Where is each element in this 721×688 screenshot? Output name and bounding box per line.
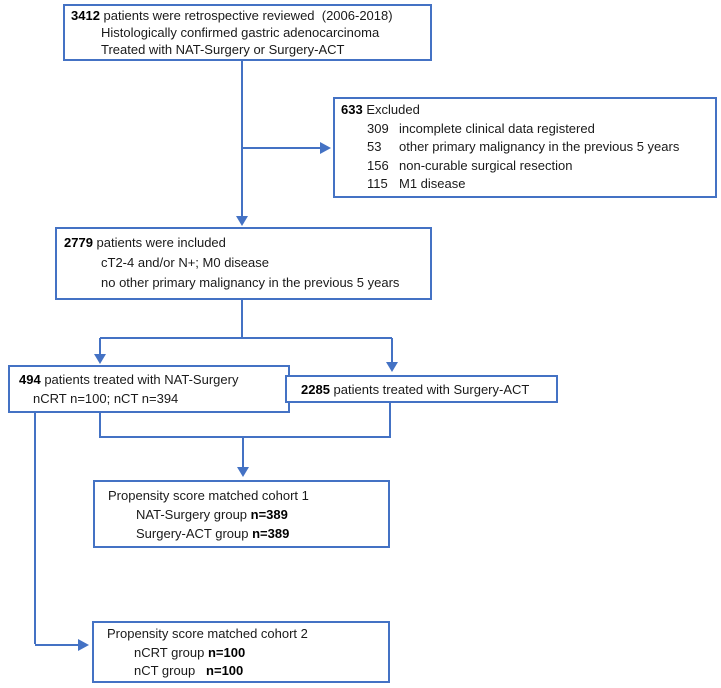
arrowhead-down-cohort1: [237, 467, 249, 477]
excluded-label: Excluded: [362, 102, 420, 117]
cohort1-row1: NAT-Surgery group n=389: [108, 505, 375, 524]
cohort2-row1-label: nCRT group: [134, 644, 208, 660]
excluded-item: 156 non-curable surgical resection: [341, 157, 709, 176]
cohort1-row1-n: n=389: [250, 507, 288, 522]
excluded-item: 53 other primary malignancy in the previo…: [341, 138, 709, 157]
nat-count: 494: [19, 372, 41, 387]
excluded-item-count: 53: [367, 139, 382, 154]
included-line1-text: patients were included: [92, 235, 226, 250]
cohort2-row1-n: n=100: [207, 644, 246, 660]
excluded-item-text: non-curable surgical resection: [399, 157, 573, 173]
reviewed-line1: 3412 patients were retrospective reviewe…: [71, 7, 424, 24]
cohort1-title: Propensity score matched cohort 1: [108, 488, 309, 503]
cohort2-row2: nCT group n=100: [107, 662, 375, 681]
connector-included-split: [99, 300, 393, 362]
reviewed-line2: Histologically confirmed gastric adenoca…: [101, 25, 380, 40]
excluded-item-text: M1 disease: [399, 176, 466, 191]
included-line2: cT2-4 and/or N+; M0 disease: [101, 255, 269, 270]
connector-nat-to-cohort2: [34, 413, 78, 646]
cohort2-row2-label: nCT group: [134, 663, 207, 678]
included-line1: 2779 patients were included: [64, 233, 423, 253]
box-excluded: 633 Excluded 309 incomplete clinical data…: [333, 97, 717, 198]
cohort1-row1-label: NAT-Surgery group: [136, 507, 251, 522]
reviewed-line1-text: patients were retrospective reviewed (20…: [99, 8, 393, 23]
cohort1-row2-n: n=389: [252, 526, 290, 541]
box-patients-reviewed: 3412 patients were retrospective reviewe…: [63, 4, 432, 61]
excluded-item-count: 115: [367, 176, 388, 191]
cohort1-row2-label: Surgery-ACT group: [136, 526, 253, 541]
excluded-item-text: other primary malignancy in the previous…: [399, 139, 680, 154]
excluded-item-text: incomplete clinical data registered: [399, 120, 595, 136]
box-matched-cohort-2: Propensity score matched cohort 2 nCRT g…: [92, 621, 390, 683]
cohort2-title: Propensity score matched cohort 2: [107, 626, 308, 641]
box-matched-cohort-1: Propensity score matched cohort 1 NAT-Su…: [93, 480, 390, 548]
excluded-count: 633: [341, 102, 363, 117]
arrowhead-right-cohort2: [78, 639, 89, 651]
cohort1-row2: Surgery-ACT group n=389: [108, 524, 375, 543]
excluded-item-count: 156: [367, 157, 389, 173]
arrowhead-down-nat: [94, 354, 106, 364]
arrowhead-down-included: [236, 216, 248, 226]
cohort2-row1: nCRT group n=100: [107, 644, 375, 663]
act-line1-text: patients treated with Surgery-ACT: [329, 381, 530, 397]
included-count: 2779: [64, 235, 93, 250]
act-count: 2285: [301, 381, 330, 397]
reviewed-line3: Treated with NAT-Surgery or Surgery-ACT: [101, 42, 345, 57]
arrowhead-right-excluded: [320, 142, 331, 154]
excluded-item-count: 309: [367, 120, 389, 136]
cohort2-row2-n: n=100: [206, 663, 244, 678]
nat-line2: nCRT n=100; nCT n=394: [33, 391, 179, 406]
box-surgery-act: 2285 patients treated with Surgery-ACT: [285, 375, 558, 403]
box-nat-surgery: 494 patients treated with NAT-Surgery nC…: [8, 365, 290, 413]
excluded-header: 633 Excluded: [341, 101, 709, 120]
reviewed-count: 3412: [71, 8, 100, 23]
nat-line1: 494 patients treated with NAT-Surgery: [19, 370, 279, 389]
nat-line1-text: patients treated with NAT-Surgery: [40, 372, 239, 387]
included-line3: no other primary malignancy in the previ…: [101, 275, 400, 290]
act-line1: 2285 patients treated with Surgery-ACT: [301, 380, 529, 399]
excluded-item: 309 incomplete clinical data registered: [341, 120, 709, 139]
box-patients-included: 2779 patients were included cT2-4 and/or…: [55, 227, 432, 300]
excluded-item: 115 M1 disease: [341, 175, 709, 194]
arrowhead-down-act: [386, 362, 398, 372]
